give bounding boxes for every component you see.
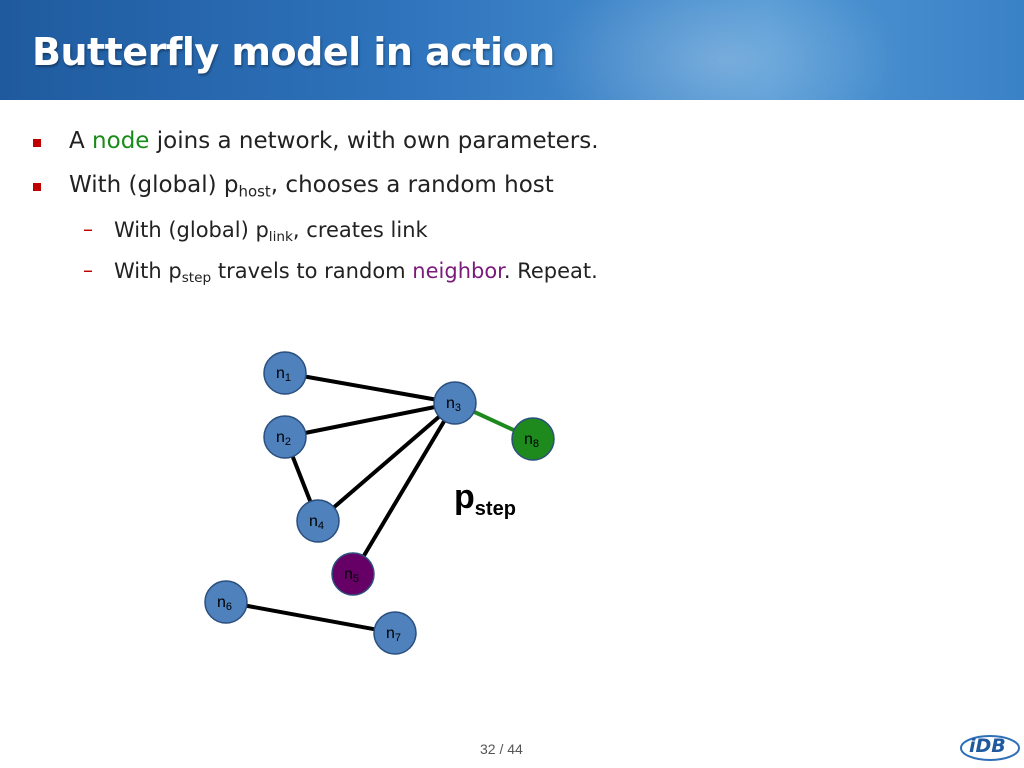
- node-n6: n6: [204, 580, 248, 624]
- subbullet-2: With pstep travels to random neighbor. R…: [114, 259, 598, 287]
- neighbor-highlight: neighbor: [412, 259, 504, 283]
- dash-marker-icon: –: [83, 258, 93, 282]
- node-circle: [433, 381, 477, 425]
- node-highlight: node: [92, 128, 150, 154]
- page-number: 32 / 44: [480, 741, 523, 757]
- title-bar: Butterfly model in action: [0, 0, 1024, 100]
- subbullet-1: With (global) plink, creates link: [114, 218, 428, 246]
- edge-n2-n3: [284, 401, 456, 439]
- node-label: n5: [344, 566, 359, 585]
- node-circle: [263, 351, 307, 395]
- slide-title: Butterfly model in action: [32, 30, 555, 74]
- edge-n1-n3: [284, 371, 456, 405]
- edge-n5-n3: [351, 401, 457, 576]
- node-n4: n4: [296, 499, 340, 543]
- edge-n6-n7: [225, 600, 396, 635]
- node-circle: [263, 415, 307, 459]
- node-n1: n1: [263, 351, 307, 395]
- node-circle: [296, 499, 340, 543]
- node-circle: [331, 552, 375, 596]
- node-n3: n3: [433, 381, 477, 425]
- node-label: n8: [524, 431, 539, 450]
- node-label: n6: [217, 594, 232, 613]
- node-n5: n5: [331, 552, 375, 596]
- pstep-label: pstep: [454, 478, 516, 520]
- bullet-marker-icon: [33, 183, 41, 191]
- node-circle: [204, 580, 248, 624]
- node-circle: [373, 611, 417, 655]
- dash-marker-icon: –: [83, 217, 93, 241]
- node-n8: n8: [511, 417, 555, 461]
- node-circle: [511, 417, 555, 461]
- idb-logo-icon: iDB: [960, 735, 1020, 761]
- bullet-1: A node joins a network, with own paramet…: [69, 128, 599, 154]
- node-label: n1: [276, 365, 291, 384]
- edge-n4-n3: [316, 401, 457, 523]
- bullet-2: With (global) phost, chooses a random ho…: [69, 172, 554, 201]
- node-label: n2: [276, 429, 291, 448]
- node-label: n7: [386, 625, 401, 644]
- node-label: n4: [309, 513, 324, 532]
- bullet-marker-icon: [33, 139, 41, 147]
- node-n7: n7: [373, 611, 417, 655]
- node-label: n3: [446, 395, 461, 414]
- node-n2: n2: [263, 415, 307, 459]
- logo-text: iDB: [969, 735, 1006, 757]
